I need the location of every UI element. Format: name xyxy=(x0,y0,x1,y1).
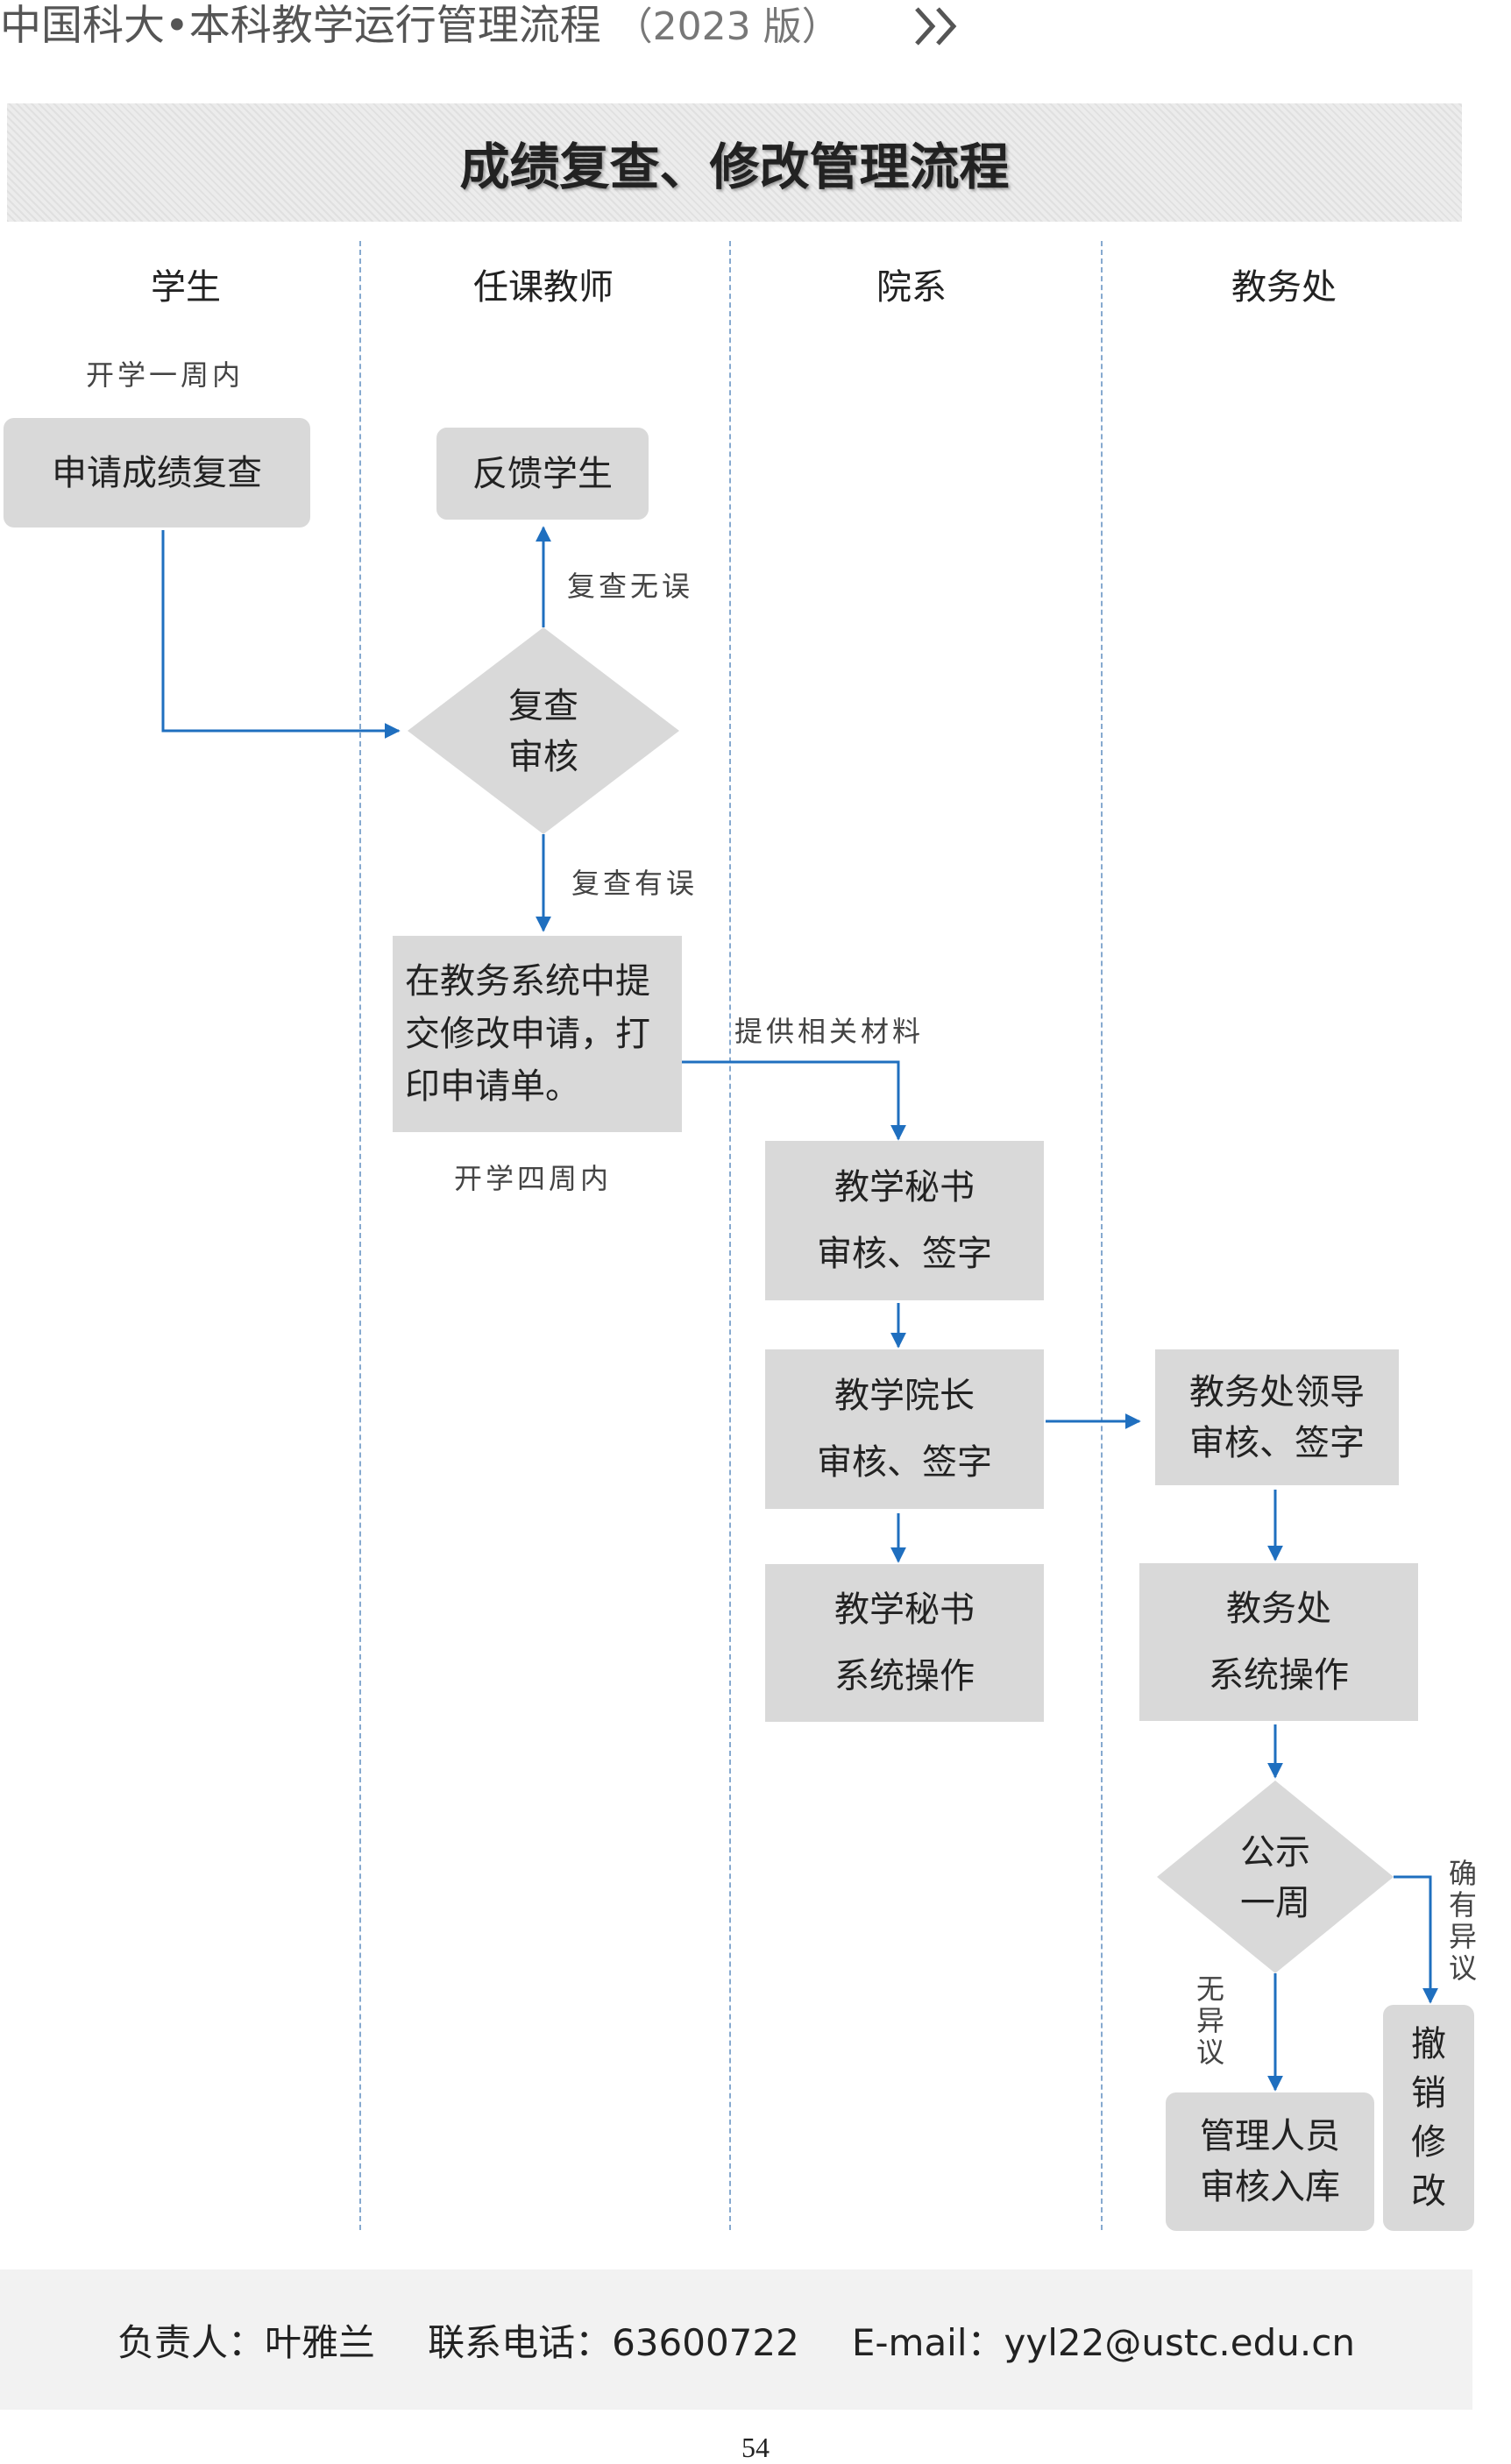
lane-divider xyxy=(359,241,361,2230)
lane-header-teacher: 任课教师 xyxy=(473,267,614,308)
note-week4: 开学四周内 xyxy=(454,1162,613,1195)
office-leader-sign-box: 教务处领导审核、签字 xyxy=(1155,1349,1399,1485)
note-has-objection: 确有异议 xyxy=(1448,1857,1477,1985)
dean-sign-box: 教学院长审核、签字 xyxy=(765,1349,1044,1509)
note-has-error: 复查有误 xyxy=(571,867,699,900)
submit-request-box: 在教务系统中提 交修改申请，打 印申请单。 xyxy=(393,936,682,1132)
note-no-objection: 无异议 xyxy=(1195,1972,1224,2069)
publicize-diamond xyxy=(1157,1781,1394,1973)
edition-label: （2023 版） xyxy=(614,4,841,49)
admin-store-box: 管理人员审核入库 xyxy=(1166,2092,1374,2231)
revoke-change-box: 撤 销 修 改 xyxy=(1383,2005,1474,2231)
secretary-operation-box: 教学秘书系统操作 xyxy=(765,1564,1044,1722)
apply-review-box: 申请成绩复查 xyxy=(4,418,310,527)
flow-title: 成绩复查、修改管理流程 xyxy=(7,103,1462,222)
feedback-student-box: 反馈学生 xyxy=(436,428,649,520)
lane-header-student: 学生 xyxy=(151,267,221,308)
document-title: 中国科大•本科教学运行管理流程 xyxy=(0,2,601,50)
publicize-label: 公示一周 xyxy=(1240,1832,1310,1923)
contact-footer: 负责人：叶雅兰 联系电话：63600722 E-mail：yyl22@ustc.… xyxy=(0,2269,1472,2410)
arrow-apply-to-review xyxy=(161,530,401,739)
review-label: 复查审核 xyxy=(508,686,578,777)
arrow-publicize-to-revoke xyxy=(1394,1875,1438,2004)
note-materials: 提供相关材料 xyxy=(734,1015,925,1048)
note-week1: 开学一周内 xyxy=(86,358,245,392)
lane-divider xyxy=(1101,241,1103,2230)
lane-header-academic-office: 教务处 xyxy=(1231,267,1337,308)
lane-divider xyxy=(729,241,731,2230)
page-number: 54 xyxy=(741,2432,770,2463)
office-operation-box: 教务处系统操作 xyxy=(1139,1563,1418,1721)
contact-phone: 联系电话：63600722 xyxy=(428,2320,799,2364)
lane-header-department: 院系 xyxy=(876,267,947,308)
secretary-sign-box: 教学秘书审核、签字 xyxy=(765,1141,1044,1300)
contact-email: E-mail：yyl22@ustc.edu.cn xyxy=(851,2320,1355,2364)
document-header: 中国科大•本科教学运行管理流程 （2023 版） xyxy=(0,0,841,53)
double-chevron-icon xyxy=(915,7,957,46)
arrow-submit-to-secretary xyxy=(682,1060,906,1141)
note-no-error: 复查无误 xyxy=(567,570,694,603)
contact-person: 负责人：叶雅兰 xyxy=(117,2320,376,2364)
review-diamond xyxy=(408,627,679,834)
